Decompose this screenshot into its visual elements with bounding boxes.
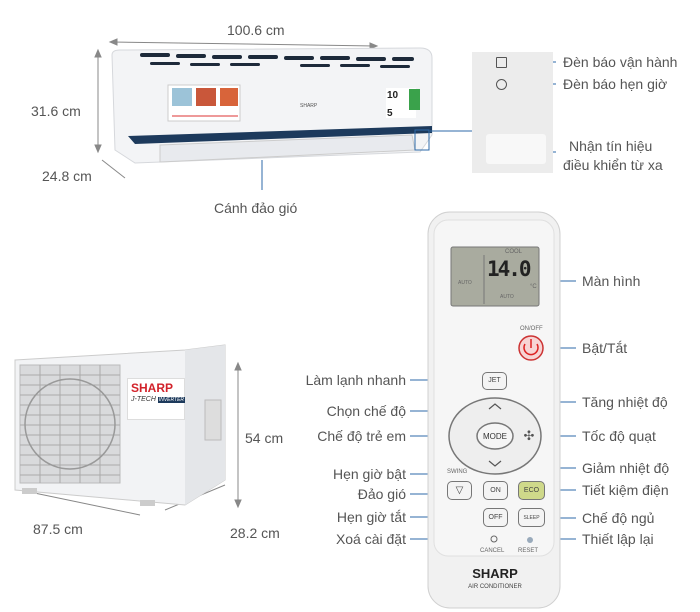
label-swing: Đảo gió xyxy=(357,486,406,502)
indicator-panel xyxy=(472,52,553,173)
screen-fan-auto: AUTO xyxy=(500,294,514,300)
temp-down-button[interactable] xyxy=(477,458,513,472)
label-power: Bật/Tắt xyxy=(582,340,628,356)
reset-label: RESET xyxy=(518,548,539,554)
receiver-label-2: điều khiển từ xa xyxy=(563,157,663,173)
fan-speed-button[interactable]: ✣ xyxy=(517,426,541,446)
screen-temperature: 14.0 xyxy=(487,257,532,281)
outdoor-dimension-lines xyxy=(19,361,242,516)
outdoor-brand-plate: SHARP J-TECH INVERTER xyxy=(127,378,186,420)
swing-label: SWING xyxy=(447,469,468,475)
sleep-button[interactable]: SLEEP xyxy=(518,508,545,527)
svg-text:5: 5 xyxy=(387,108,393,119)
jet-button[interactable]: JET xyxy=(482,372,507,390)
cancel-label: CANCEL xyxy=(480,548,505,554)
flap-label: Cánh đảo gió xyxy=(214,200,298,216)
on-off-label: ON/OFF xyxy=(520,326,543,332)
label-quick-cool: Làm lạnh nhanh xyxy=(305,372,406,388)
swing-icon: ▽ xyxy=(455,485,464,496)
timer-clock-icon xyxy=(496,79,507,90)
label-fan-speed: Tốc độ quạt xyxy=(582,428,656,444)
screen-unit: °C xyxy=(530,284,537,290)
cancel-button[interactable] xyxy=(489,534,499,544)
sleep-label: SLEEP xyxy=(523,514,540,521)
indoor-brand-logo: SHARP xyxy=(300,103,318,109)
power-button[interactable] xyxy=(519,336,543,360)
outdoor-depth-label: 28.2 cm xyxy=(230,525,280,541)
remote-subtitle: AIR CONDITIONER xyxy=(468,584,522,590)
fan-icon: ✣ xyxy=(523,428,535,443)
timer-on-button[interactable]: ON xyxy=(483,481,508,500)
label-timer-on: Hẹn giờ bật xyxy=(332,466,406,482)
label-timer-off: Hẹn giờ tắt xyxy=(336,509,406,525)
mode-label: MODE xyxy=(483,431,507,441)
series-label: J-TECH xyxy=(131,396,156,403)
outdoor-height-label: 54 cm xyxy=(245,430,284,446)
label-eco: Tiết kiệm điện xyxy=(582,482,669,498)
timer-off-label: OFF xyxy=(488,513,503,521)
operation-light-label: Đèn báo vận hành xyxy=(563,54,678,70)
timer-light-label: Đèn báo hẹn giờ xyxy=(563,76,668,92)
inverter-tag: INVERTER xyxy=(157,397,186,403)
jet-label: JET xyxy=(488,377,501,384)
receiver-label-1: Nhận tín hiệu xyxy=(569,138,653,154)
operation-light-icon xyxy=(496,57,507,68)
indoor-dimension-lines xyxy=(94,38,379,179)
temp-up-button[interactable] xyxy=(477,400,513,414)
label-reset: Thiết lập lại xyxy=(582,531,654,547)
label-temp-down: Giảm nhiệt độ xyxy=(582,460,670,476)
remote-brand-logo: SHARP xyxy=(472,566,518,581)
label-mode: Chọn chế độ xyxy=(326,403,406,419)
reset-button[interactable] xyxy=(525,535,535,545)
label-sleep: Chế độ ngủ xyxy=(582,510,655,526)
indoor-width-label: 100.6 cm xyxy=(227,22,285,38)
timer-on-label: ON xyxy=(490,486,501,494)
outdoor-unit xyxy=(14,344,226,506)
eco-button[interactable]: ECO xyxy=(518,481,545,500)
outdoor-width-label: 87.5 cm xyxy=(33,521,83,537)
timer-off-button[interactable]: OFF xyxy=(483,508,508,527)
ir-receiver-window xyxy=(486,134,546,164)
mode-button[interactable]: MODE xyxy=(478,426,512,446)
indoor-depth-label: 24.8 cm xyxy=(42,168,92,184)
label-cancel: Xoá cài đặt xyxy=(335,531,406,547)
screen-auto: AUTO xyxy=(458,280,472,286)
indoor-height-label: 31.6 cm xyxy=(31,103,81,119)
child-mode-button[interactable] xyxy=(450,426,474,446)
label-child-mode: Chế độ trẻ em xyxy=(317,428,406,444)
label-screen: Màn hình xyxy=(582,273,641,289)
eco-label: ECO xyxy=(523,486,540,494)
outdoor-brand-logo: SHARP xyxy=(131,381,174,395)
swing-button[interactable]: ▽ xyxy=(447,481,472,500)
label-temp-up: Tăng nhiệt độ xyxy=(582,394,668,410)
screen-mode: COOL xyxy=(505,249,523,255)
indoor-unit: SHARP 10 5 xyxy=(111,47,433,164)
svg-text:10: 10 xyxy=(387,90,399,101)
